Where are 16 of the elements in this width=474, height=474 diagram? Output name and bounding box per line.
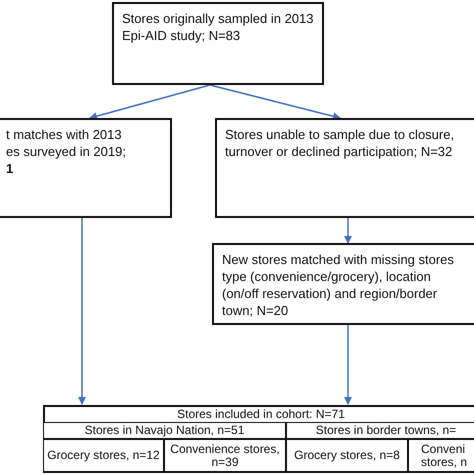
- process-box: t matches with 2013 es surveyed in 2019; 1: [0, 118, 172, 218]
- table-cell: Grocery stores, n=8: [286, 439, 408, 472]
- table-cell: Stores in Navajo Nation, n=51: [43, 422, 286, 439]
- arrow: [344, 325, 352, 405]
- arrow: [78, 218, 86, 405]
- table-cell: Convenience stores, n=39: [164, 439, 286, 472]
- table-cell: Grocery stores, n=12: [43, 439, 164, 472]
- arrow: [344, 218, 352, 244]
- table-cell: Stores in border towns, n=: [286, 422, 474, 439]
- cohort-table: [43, 405, 474, 473]
- arrow: [210, 84, 341, 120]
- process-box: Stores originally sampled in 2013 Epi-AID study; N=83: [112, 2, 324, 85]
- table-cell: Conveni stores, n: [408, 439, 474, 472]
- process-box: New stores matched with missing stores type (convenience/grocery), location (on/off reservation) and region/border town; N=20: [212, 243, 474, 325]
- arrow: [89, 84, 210, 120]
- process-box: Stores unable to sample due to closure, turnover or declined participation; N=32: [215, 118, 474, 218]
